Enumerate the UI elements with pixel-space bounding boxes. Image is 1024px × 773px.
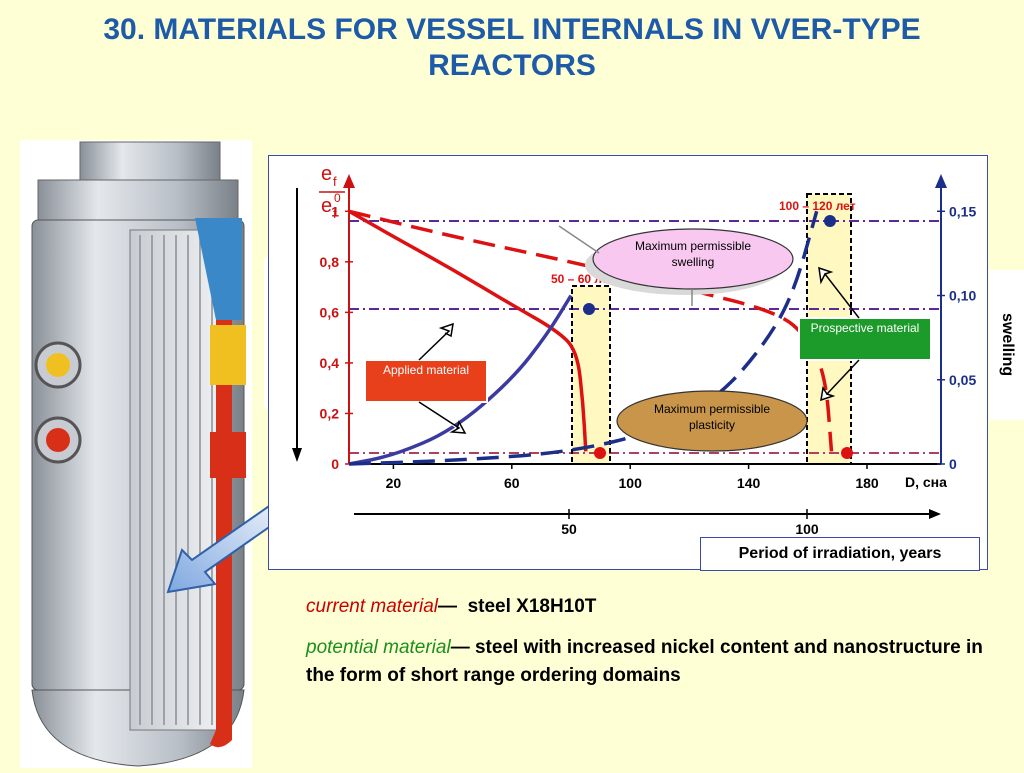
right-tick-label: 0: [949, 456, 957, 472]
applied-material-label: Applied material: [382, 363, 470, 377]
x-tick-label: 20: [386, 475, 402, 491]
chart-frame: e f e f 0 1 0,8 0,6 0,4 0,2 0 0,15 0,10 0,05 0 2…: [268, 155, 988, 570]
potential-material-dash: —: [450, 637, 470, 658]
potential-material-line: potential material— steel with increased…: [306, 634, 996, 690]
max-plasticity-ellipse: [616, 390, 808, 452]
left-axis-num: e: [321, 163, 332, 185]
left-tick-label: 0,6: [320, 304, 340, 320]
left-axis-den: e: [321, 195, 332, 217]
year-tick-label: 50: [561, 521, 577, 537]
left-tick-label: 0,2: [320, 405, 340, 421]
period-of-irradiation-label: Period of irradiation, years: [700, 537, 980, 571]
left-tick-label: 1: [331, 203, 339, 219]
x-tick-label: 140: [737, 475, 761, 491]
max-swelling-pointer-left: [558, 225, 600, 254]
chart-svg: e f e f 0 1 0,8 0,6 0,4 0,2 0 0,15 0,10 0,05 0 2…: [292, 163, 976, 537]
swelling-direction-arrow-icon: [292, 448, 302, 462]
left-axis-num-sub: f: [333, 174, 337, 189]
left-tick-label: 0,4: [320, 355, 340, 371]
page-title: 30. MATERIALS FOR VESSEL INTERNALS IN VV…: [103, 13, 921, 82]
right-axis-arrow-icon: [935, 174, 947, 188]
applied-plasticity-limit-point: [594, 447, 606, 459]
range2-label: 100 – 120 лет: [779, 199, 856, 213]
x-axis-unit: D, сна: [905, 474, 947, 490]
year-tick-label: 100: [795, 521, 819, 537]
potential-material-label: potential material: [306, 637, 451, 658]
swelling-right-label-box: swelling: [989, 270, 1024, 420]
x-tick-label: 60: [504, 475, 520, 491]
left-axis-den-sub: f: [333, 206, 337, 221]
right-tick-label: 0,05: [949, 372, 976, 388]
current-material-dash: —: [438, 596, 457, 617]
left-axis-label: e f e f 0: [319, 163, 345, 221]
prospective-arrow-down-icon: [820, 359, 860, 402]
prospective-material-label: Prospective material: [810, 321, 920, 335]
left-tick-label: 0,8: [320, 254, 340, 270]
years-axis-arrow-icon: [929, 509, 941, 519]
x-tick-label: 180: [855, 475, 879, 491]
x-tick-label: 100: [619, 475, 643, 491]
prospective-swelling-limit-point: [824, 215, 836, 227]
applied-arrow-up-icon: [418, 322, 454, 361]
right-tick-label: 0,10: [949, 288, 976, 304]
prospective-plasticity-limit-point: [841, 447, 853, 459]
applied-material-box: [364, 359, 488, 403]
potential-material-desc: steel with increased nickel content and …: [306, 637, 983, 686]
applied-arrow-down-icon: [418, 401, 467, 434]
max-swelling-label: Maximum permissible swelling: [634, 239, 752, 269]
prospective-arrow-up-icon: [818, 266, 860, 319]
applied-swelling-limit-point: [583, 303, 595, 315]
reactor-illustration: [20, 140, 252, 768]
applied-plasticity-curve: [348, 209, 588, 452]
left-axis-arrow-icon: [343, 174, 355, 188]
swelling-right-label: swelling: [999, 313, 1016, 377]
right-tick-label: 0,15: [949, 203, 976, 219]
current-material-label: current material: [306, 596, 438, 617]
current-material-line: current material— steel X18H10T: [306, 596, 596, 618]
left-tick-label: 0: [331, 456, 339, 472]
max-plasticity-label: Maximum permissible plasticity: [653, 402, 771, 432]
current-material-desc: steel X18H10T: [467, 596, 597, 617]
max-swelling-ellipse: [592, 228, 794, 290]
prospective-material-box: [798, 317, 932, 361]
left-axis-den-sup: 0: [334, 191, 341, 205]
